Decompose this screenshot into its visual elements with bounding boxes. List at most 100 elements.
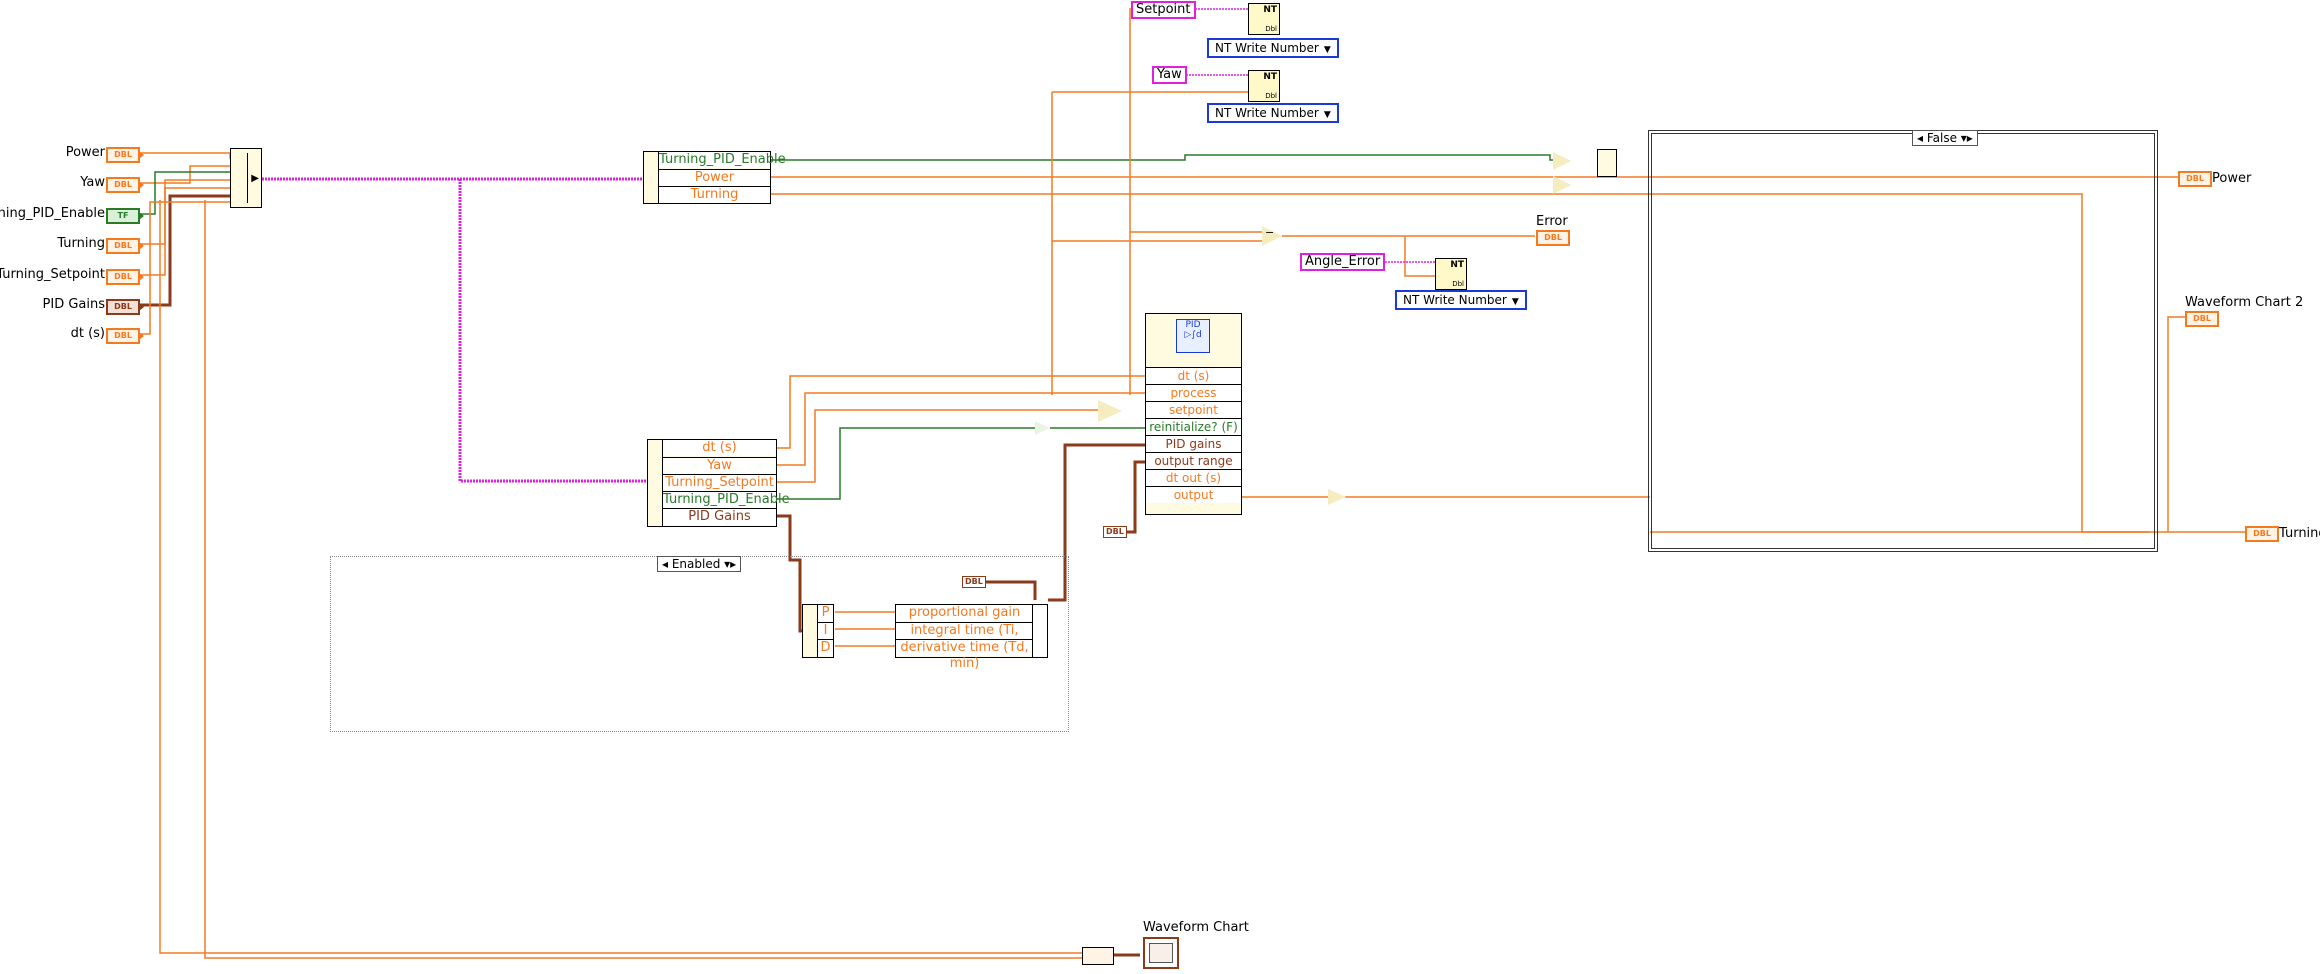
gains-letter: I <box>818 622 833 639</box>
turning-indicator-label: Turning <box>2279 526 2320 541</box>
turning-control[interactable]: DBL <box>106 238 144 254</box>
gains-letter: P <box>818 605 833 621</box>
waveform-chart-2-label: Waveform Chart 2 <box>2185 295 2304 310</box>
angle-error-string-constant[interactable]: Angle_Error <box>1300 253 1386 271</box>
unbundle-mid[interactable]: dt (s) Yaw Turning_Setpoint Turning_PID_… <box>647 439 790 527</box>
unbundle-top-row: Turning_PID_Enable <box>659 152 786 168</box>
gains-bundle-output <box>1032 604 1048 658</box>
error-indicator[interactable]: DBL <box>1536 230 1570 246</box>
wire-wave-a <box>159 200 1082 954</box>
dt-control-label: dt (s) <box>70 326 105 341</box>
turning-indicator[interactable]: DBL <box>2245 526 2279 542</box>
wire-dt <box>140 201 240 335</box>
main-case-structure <box>1648 130 2158 552</box>
power-indicator[interactable]: DBL <box>2178 171 2212 187</box>
wire-range-const <box>1125 460 1145 534</box>
setpoint-string-constant[interactable]: Setpoint <box>1131 1 1196 19</box>
wire-gain-const <box>980 580 1037 600</box>
wire-mid-yaw <box>775 392 1145 466</box>
dropdown-icon: ▼ <box>1323 110 1331 120</box>
pid-terminal: PID gains <box>1146 435 1241 452</box>
compare-node[interactable] <box>1553 152 1571 170</box>
pid-vi[interactable]: PID▷∫d dt (s) process variable setpoint … <box>1145 313 1242 515</box>
unbundle-mid-row: Turning_PID_Enable <box>663 491 790 508</box>
unbundle-mid-row: PID Gains <box>663 508 776 525</box>
gains-bundle-side <box>802 604 818 658</box>
pid-terminal: setpoint <box>1146 401 1241 418</box>
gains-row: integral time (Ti, min) <box>896 622 1033 654</box>
nt-write-setpoint-selector[interactable]: NT Write Number▼ <box>1207 38 1339 58</box>
unbundle-top-side <box>643 151 659 204</box>
setpoint-control-label: Turning_Setpoint <box>0 267 105 282</box>
pid-terminal: dt (s) <box>1146 367 1241 384</box>
wire-error-nt <box>1404 236 1435 277</box>
gains-letter: D <box>818 639 833 656</box>
waveform-bundle-node[interactable] <box>1082 947 1114 965</box>
gains-row: derivative time (Td, min) <box>896 639 1033 671</box>
main-case-selector[interactable]: ◂ False ▾▸ <box>1912 130 1978 146</box>
select-node[interactable] <box>1098 400 1122 422</box>
dt-control[interactable]: DBL <box>106 328 144 344</box>
unbundle-mid-side <box>647 439 663 527</box>
pid-icon: PID▷∫d <box>1176 319 1210 353</box>
yaw-control-label: Yaw <box>80 175 105 190</box>
pid-terminal: dt out (s) <box>1146 469 1241 486</box>
compound-arithmetic-node[interactable] <box>1597 149 1617 177</box>
gains-row: proportional gain (Kc) <box>896 605 1033 636</box>
turning-control-label: Turning <box>57 236 105 251</box>
yaw-string-constant[interactable]: Yaw <box>1152 66 1187 84</box>
subtract-icon: − <box>1265 226 1275 239</box>
gains-bundle[interactable]: P I D <box>802 604 834 658</box>
unbundle-top-row: Turning <box>659 186 770 203</box>
setpoint-control[interactable]: DBL <box>106 269 144 285</box>
waveform-chart-label: Waveform Chart <box>1143 920 1249 935</box>
pid-terminal: output <box>1146 486 1241 503</box>
bundle-arrow-icon: ▶ <box>251 173 259 184</box>
unbundle-top[interactable]: Turning_PID_Enable Power Turning <box>643 151 786 204</box>
pid-enable-control-label: Turning_PID_Enable <box>0 206 105 221</box>
error-indicator-label: Error <box>1536 214 1568 229</box>
unbundle-mid-row: Yaw <box>663 457 776 474</box>
subtract-node[interactable] <box>1262 226 1282 246</box>
nt-write-yaw-selector[interactable]: NT Write Number▼ <box>1207 103 1339 123</box>
power-control[interactable]: DBL <box>106 147 144 163</box>
waveform-chart-2-indicator[interactable]: DBL <box>2185 311 2219 327</box>
pid-terminal: reinitialize? (F) <box>1146 418 1241 435</box>
nt-write-angle-error-selector[interactable]: NT Write Number▼ <box>1395 290 1527 310</box>
pid-gains-control[interactable]: DBL <box>106 299 144 315</box>
chart-icon <box>1149 943 1173 963</box>
wire-mid-gains <box>775 514 808 633</box>
pid-terminal: output range <box>1146 452 1241 469</box>
gains-constant[interactable]: DBL <box>962 576 986 588</box>
not-node[interactable] <box>1035 421 1050 435</box>
wire-chart2 <box>2167 316 2185 532</box>
wire-wave-b <box>204 200 1082 959</box>
unbundle-mid-row: Turning_Setpoint <box>663 474 776 491</box>
wire-mid-dt <box>775 375 1145 449</box>
pid-enable-control[interactable]: TF <box>106 208 144 224</box>
wire-pidgains <box>140 194 240 307</box>
power-indicator-label: Power <box>2212 171 2252 186</box>
wire-nt-yaw <box>1051 91 1248 395</box>
gains-bundle-names[interactable]: proportional gain (Kc) integral time (Ti… <box>895 604 1034 671</box>
pid-terminal: process variable <box>1146 384 1241 416</box>
wire-mid-enable <box>775 427 1035 500</box>
wire-gains-out <box>1048 443 1145 602</box>
wire-cluster-mid <box>458 179 646 483</box>
negate-node[interactable] <box>1328 489 1346 505</box>
bundle-node-inputs <box>233 153 248 203</box>
bundle-node[interactable]: ▶ <box>230 148 262 208</box>
pid-gains-control-label: PID Gains <box>42 297 105 312</box>
waveform-chart-indicator[interactable] <box>1143 937 1179 969</box>
enabled-case-selector[interactable]: ◂ Enabled ▾▸ <box>657 556 742 572</box>
compare-node[interactable] <box>1553 176 1571 194</box>
wire-pid-enable <box>140 171 240 215</box>
wire-mid-setpoint <box>775 409 1100 483</box>
yaw-control[interactable]: DBL <box>106 177 144 193</box>
output-range-constant[interactable]: DBL <box>1103 526 1127 538</box>
wire-top-enable <box>770 154 1555 161</box>
